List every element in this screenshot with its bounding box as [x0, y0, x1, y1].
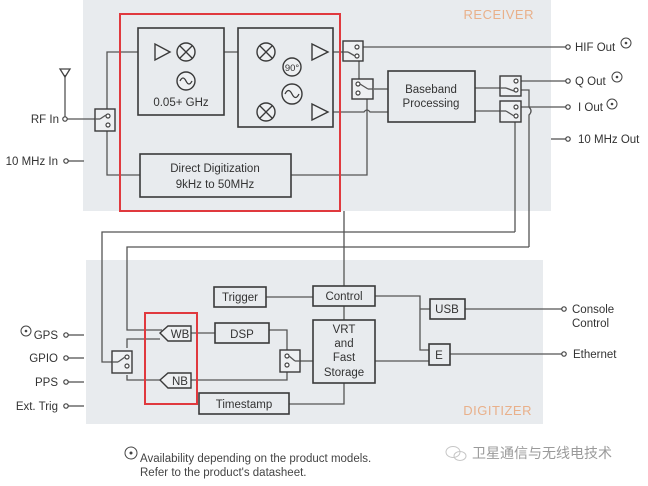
ref-in-port: 10 MHz In	[6, 156, 69, 168]
svg-text:GPIO: GPIO	[29, 353, 58, 365]
wb-filter-block: WB	[158, 325, 192, 342]
phase-shifter-icon: 90°	[282, 57, 302, 77]
ext-trig-port: Ext. Trig	[16, 401, 69, 413]
mixer-icon	[256, 102, 276, 122]
svg-text:Processing: Processing	[403, 98, 460, 110]
mixer-icon	[256, 42, 276, 62]
svg-text:Console: Console	[572, 304, 614, 316]
amplifier-icon	[154, 42, 172, 62]
nb-filter-block: NB	[158, 372, 192, 389]
svg-text:VRT: VRT	[333, 324, 356, 336]
hif-out-port: HIF Out	[565, 37, 632, 54]
mixer-icon	[176, 42, 196, 62]
ethernet-port: Ethernet	[561, 349, 617, 361]
svg-text:I Out: I Out	[578, 102, 604, 114]
svg-text:Control: Control	[572, 318, 609, 330]
optional-marker-icon	[620, 37, 632, 49]
q-output-switch	[499, 75, 522, 97]
downconverter-block: 0.05+ GHz	[137, 27, 225, 116]
console-control-port: Console Control	[561, 304, 614, 330]
svg-text:NB: NB	[172, 376, 188, 388]
svg-text:Fast: Fast	[333, 352, 356, 364]
amplifier-icon	[311, 102, 330, 122]
svg-text:DSP: DSP	[230, 329, 254, 341]
ethernet-block: E	[428, 343, 451, 366]
svg-text:Timestamp: Timestamp	[216, 399, 272, 411]
gps-port: GPS	[20, 325, 69, 342]
svg-text:PPS: PPS	[35, 377, 58, 389]
footnote: Availability depending on the product mo…	[124, 446, 371, 479]
svg-text:Control: Control	[325, 291, 362, 303]
storage-input-switch	[279, 349, 301, 373]
q-out-port: Q Out	[565, 71, 623, 88]
svg-text:Trigger: Trigger	[222, 292, 258, 304]
digitizer-wiring	[68, 295, 562, 407]
baseband-processing-block: Baseband Processing	[387, 70, 476, 123]
iq-demodulator-block: 90°	[237, 27, 334, 128]
i-out-port: I Out	[565, 98, 618, 114]
svg-text:10 MHz In: 10 MHz In	[6, 156, 58, 168]
svg-text:90°: 90°	[285, 63, 300, 74]
svg-text:E: E	[435, 350, 443, 362]
trigger-block: Trigger	[213, 286, 267, 308]
optional-marker-icon	[611, 71, 623, 83]
usb-block: USB	[429, 298, 466, 320]
svg-text:USB: USB	[435, 304, 459, 316]
svg-text:GPS: GPS	[34, 330, 59, 342]
input-selector-switch	[111, 350, 133, 374]
svg-text:Ext. Trig: Ext. Trig	[16, 401, 58, 413]
amplifier-icon	[311, 42, 330, 62]
footnote-line-1: Availability depending on the product mo…	[140, 453, 371, 465]
svg-text:10 MHz Out: 10 MHz Out	[578, 134, 640, 146]
gpio-port: GPIO	[29, 353, 69, 365]
svg-text:9kHz to 50MHz: 9kHz to 50MHz	[176, 179, 255, 191]
svg-text:Ethernet: Ethernet	[573, 349, 617, 361]
dsp-block: DSP	[214, 322, 270, 344]
svg-text:and: and	[334, 338, 353, 350]
svg-text:Direct Digitization: Direct Digitization	[170, 163, 259, 175]
storage-block: VRT and Fast Storage	[312, 319, 376, 384]
svg-text:HIF Out: HIF Out	[575, 42, 616, 54]
svg-text:WB: WB	[171, 329, 190, 341]
footnote-line-2: Refer to the product's datasheet.	[140, 467, 307, 479]
optional-marker-icon	[606, 98, 618, 110]
timestamp-block: Timestamp	[198, 392, 290, 415]
rf-input-switch	[94, 108, 116, 132]
watermark: 卫星通信与无线电技术	[445, 446, 612, 462]
direct-digitization-block: Direct Digitization 9kHz to 50MHz	[139, 153, 292, 198]
digitizer-highlight-box	[144, 312, 198, 405]
ref-out-port: 10 MHz Out	[565, 134, 640, 146]
svg-text:Baseband: Baseband	[405, 84, 457, 96]
hif-switch	[342, 40, 364, 62]
rf-in-port: RF In	[31, 114, 68, 126]
oscillator-icon	[281, 83, 303, 105]
watermark-text: 卫星通信与无线电技术	[472, 446, 612, 462]
control-block: Control	[312, 285, 376, 307]
svg-text:RF In: RF In	[31, 114, 59, 126]
wechat-icon	[445, 446, 467, 461]
optional-marker-icon	[124, 446, 138, 460]
downconverter-freq-label: 0.05+ GHz	[153, 97, 209, 109]
oscillator-icon	[176, 71, 196, 91]
digitizer-section-label: DIGITIZER	[463, 403, 532, 418]
receiver-highlight-box	[119, 13, 341, 212]
pps-port: PPS	[35, 377, 69, 389]
optional-marker-icon	[20, 325, 32, 337]
baseband-input-switch	[351, 78, 374, 100]
svg-text:Storage: Storage	[324, 367, 364, 379]
antenna-icon	[58, 68, 72, 79]
i-output-switch	[499, 100, 522, 123]
receiver-section-label: RECEIVER	[464, 7, 534, 22]
svg-text:Q Out: Q Out	[575, 76, 606, 88]
